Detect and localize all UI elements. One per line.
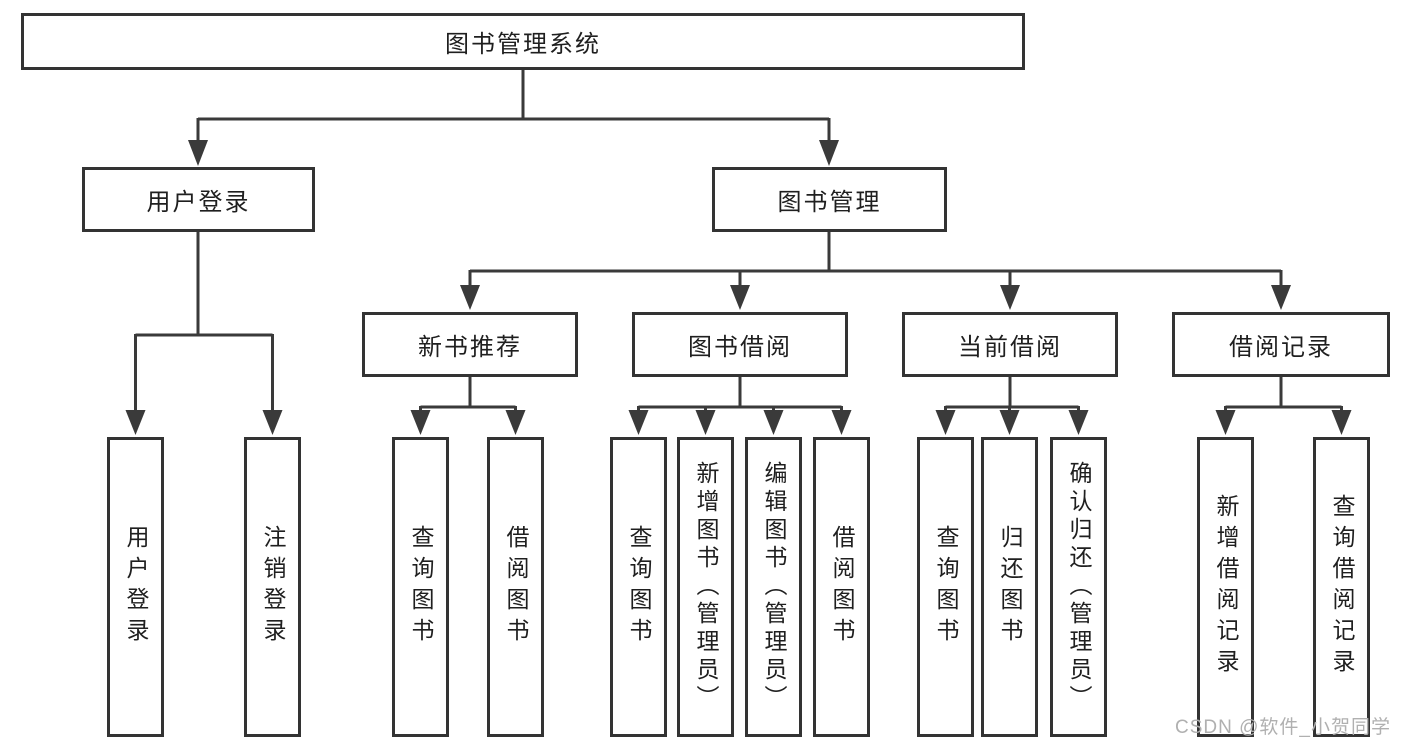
node-label: 图书管理 [777,189,882,216]
leaf-edit-books-admin: 编辑图书（管理员） [745,437,802,737]
leaf-confirm-return-admin: 确认归还（管理员） [1050,437,1107,737]
leaf-borrow-books-recommend: 借阅图书 [487,437,544,737]
node-label: 新增借阅记录 [1213,494,1239,680]
leaf-add-books-admin: 新增图书（管理员） [677,437,734,737]
node-label: 用户登录 [146,189,251,216]
node-user-login-branch: 用户登录 [82,167,315,232]
leaf-user-login: 用户登录 [107,437,164,737]
node-label: 新书推荐 [418,334,522,361]
node-label: 查询图书 [408,525,434,649]
node-label: 注销登录 [260,525,286,649]
node-label: 新增图书（管理员） [693,461,719,713]
leaf-query-books-recommend: 查询图书 [392,437,449,737]
csdn-watermark: CSDN @软件_小贺同学 [1175,717,1391,738]
node-label: 借阅图书 [829,525,855,649]
node-label: 归还图书 [997,525,1023,649]
node-current-borrowing: 当前借阅 [902,312,1118,377]
node-book-management-branch: 图书管理 [712,167,947,232]
leaf-query-books-current: 查询图书 [917,437,974,737]
node-library-management-system: 图书管理系统 [21,13,1025,70]
node-borrowing-records: 借阅记录 [1172,312,1390,377]
node-label: 查询图书 [933,525,959,649]
node-label: 借阅图书 [503,525,529,649]
node-label: 确认归还（管理员） [1066,461,1092,713]
node-label: 图书管理系统 [445,31,601,58]
node-label: 借阅记录 [1229,334,1333,361]
node-label: 当前借阅 [958,334,1062,361]
leaf-return-books: 归还图书 [981,437,1038,737]
node-book-borrowing: 图书借阅 [632,312,848,377]
node-label: 编辑图书（管理员） [761,461,787,713]
node-label: 用户登录 [123,525,149,649]
leaf-borrow-books: 借阅图书 [813,437,870,737]
node-label: 查询借阅记录 [1329,494,1355,680]
node-label: 查询图书 [626,525,652,649]
leaf-logout: 注销登录 [244,437,301,737]
node-label: 图书借阅 [688,334,792,361]
leaf-query-borrow-record: 查询借阅记录 [1313,437,1370,737]
leaf-query-books-borrow: 查询图书 [610,437,667,737]
leaf-add-borrow-record: 新增借阅记录 [1197,437,1254,737]
node-new-book-recommend: 新书推荐 [362,312,578,377]
